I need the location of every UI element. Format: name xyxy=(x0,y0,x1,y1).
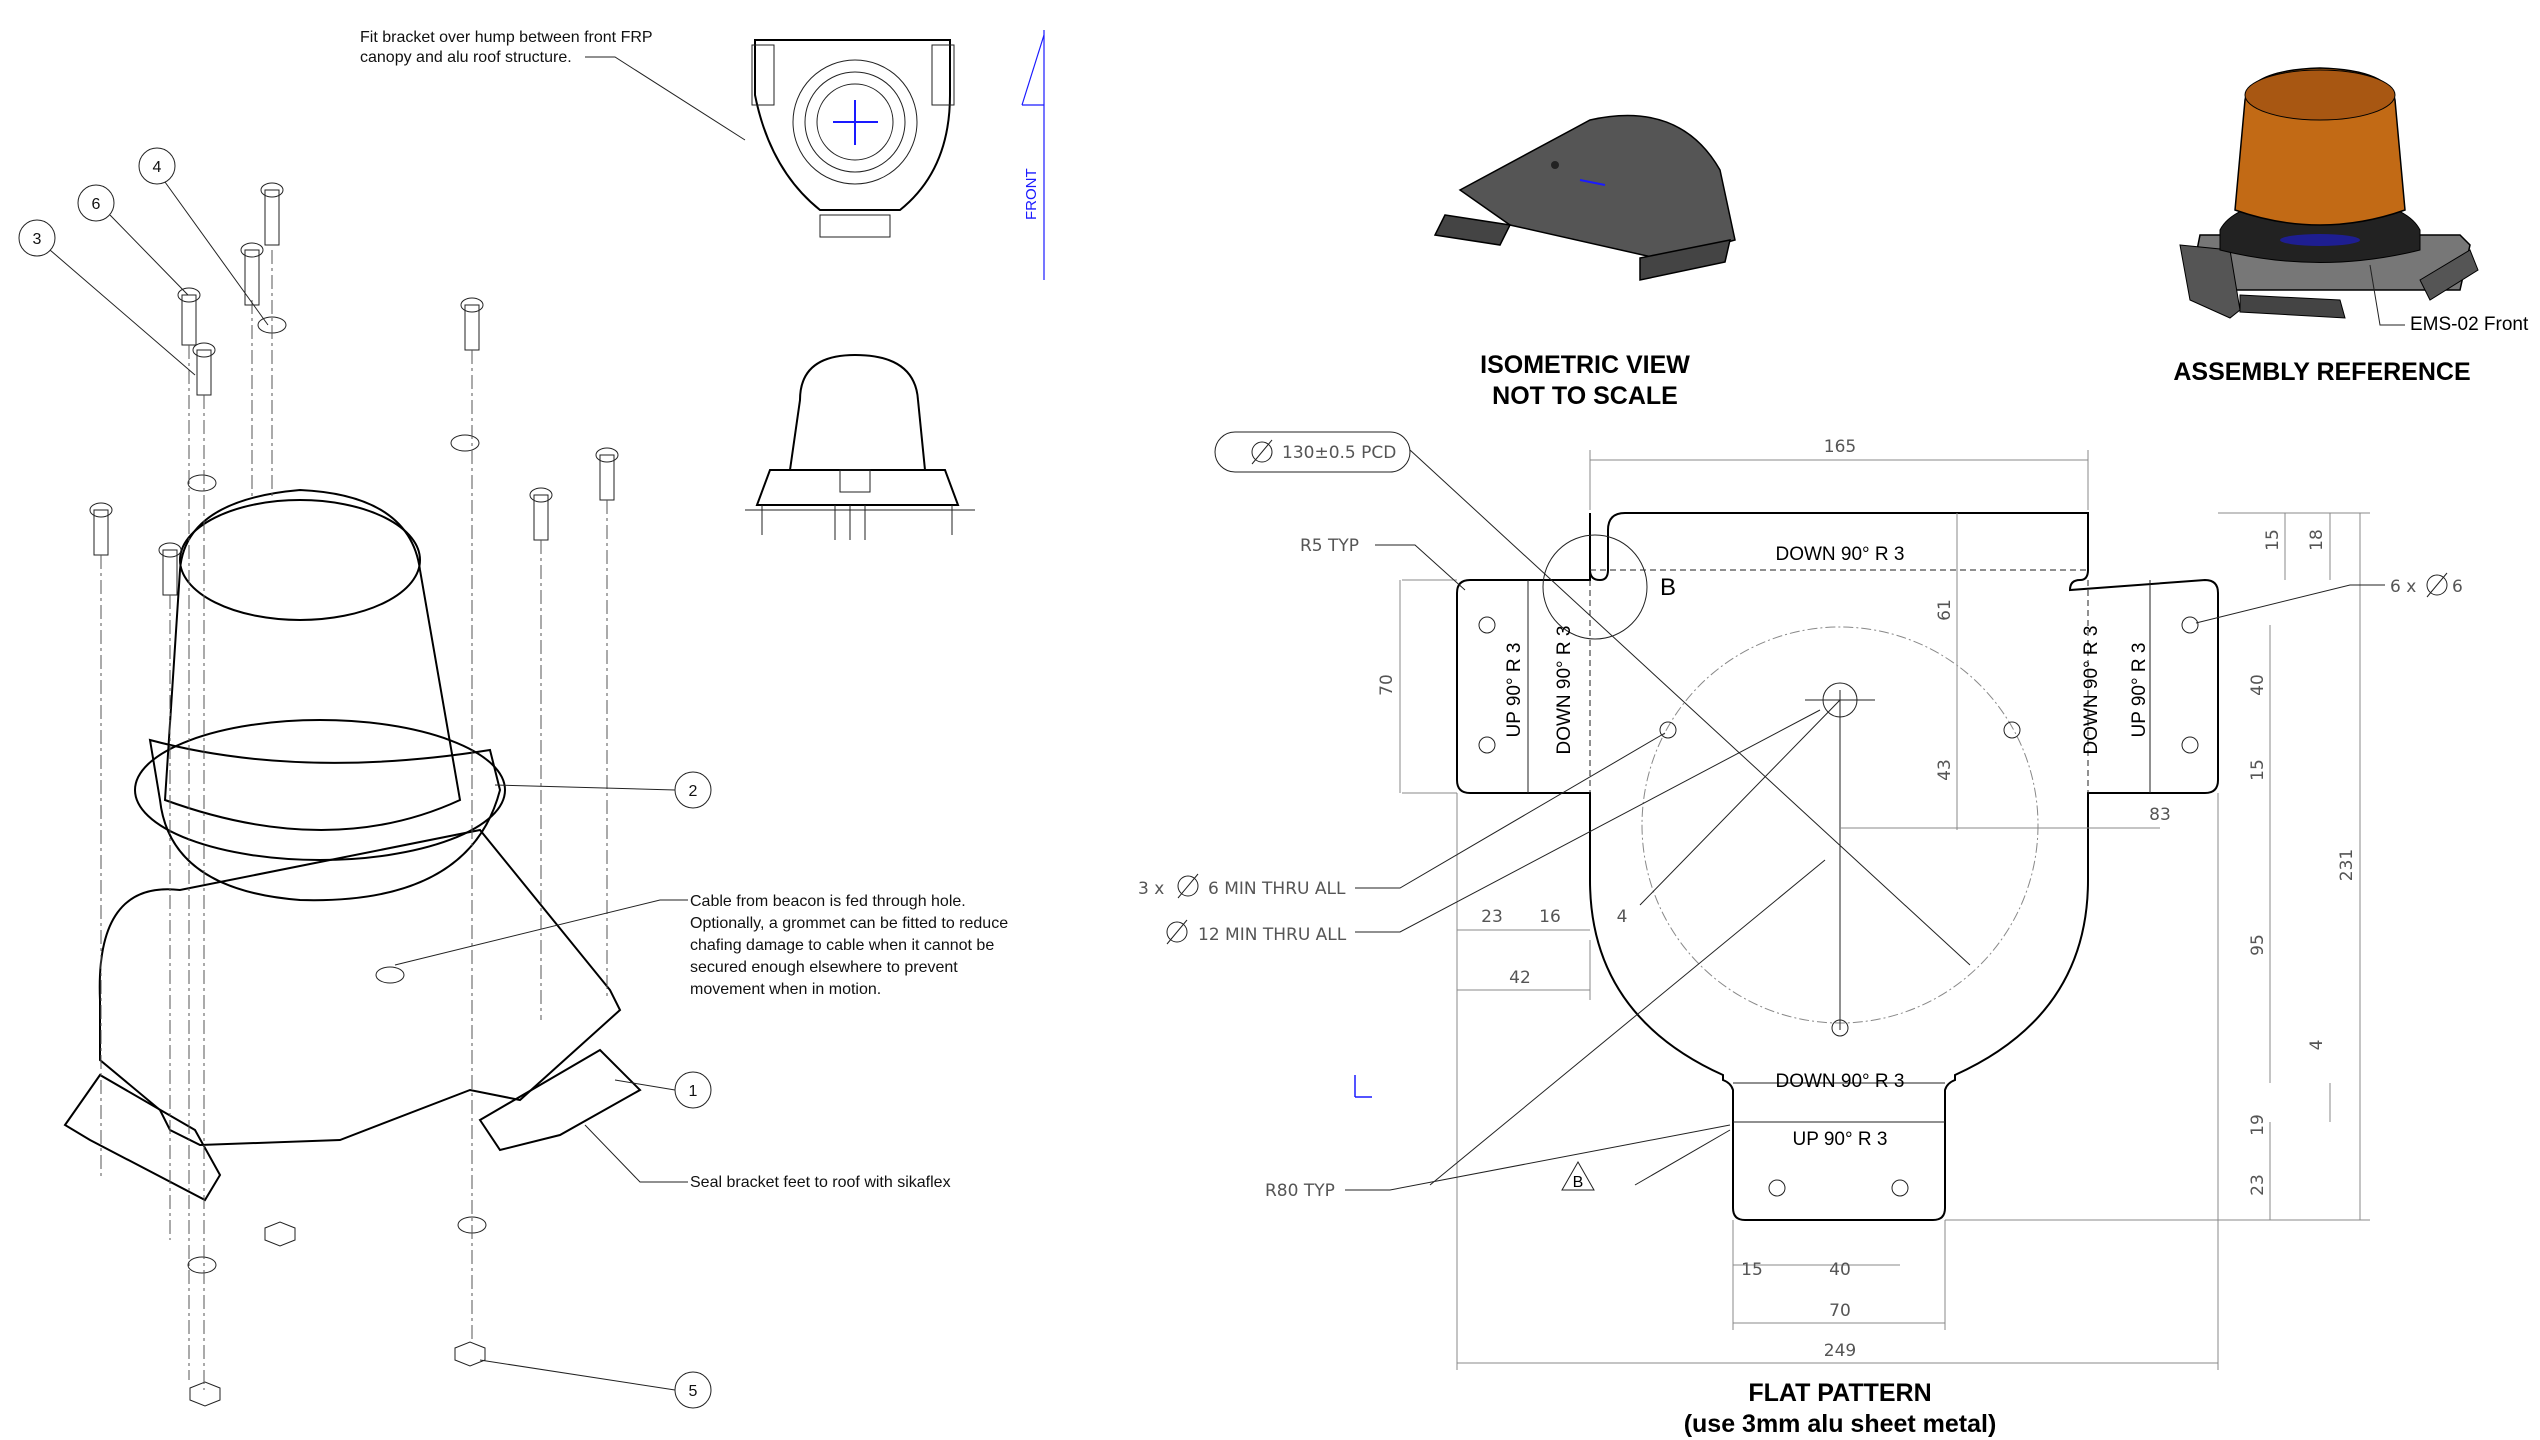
svg-text:15: 15 xyxy=(1741,1260,1763,1280)
top-view: Fit bracket over hump between front FRP … xyxy=(360,29,1045,280)
svg-text:130±0.5 PCD: 130±0.5 PCD xyxy=(1282,443,1396,463)
svg-text:UP 90° R 3: UP 90° R 3 xyxy=(2129,643,2150,738)
svg-text:23: 23 xyxy=(1481,907,1503,927)
svg-text:19: 19 xyxy=(2248,1114,2268,1136)
balloon-3: 3 xyxy=(18,219,56,257)
balloon-5: 5 xyxy=(674,1371,712,1409)
svg-text:231: 231 xyxy=(2337,849,2357,881)
svg-text:3: 3 xyxy=(33,231,42,248)
svg-text:FLAT PATTERN: FLAT PATTERN xyxy=(1748,1379,1931,1407)
svg-text:40: 40 xyxy=(1829,1260,1851,1280)
svg-text:2: 2 xyxy=(689,783,698,800)
svg-text:4: 4 xyxy=(1617,907,1628,927)
svg-text:70: 70 xyxy=(1829,1301,1851,1321)
svg-text:15: 15 xyxy=(2248,759,2268,781)
svg-text:R80 TYP: R80 TYP xyxy=(1265,1181,1335,1201)
svg-text:12 MIN THRU ALL: 12 MIN THRU ALL xyxy=(1198,925,1347,945)
svg-text:1: 1 xyxy=(689,1083,698,1100)
svg-text:5: 5 xyxy=(689,1383,698,1400)
svg-text:249: 249 xyxy=(1824,1341,1856,1361)
svg-text:15: 15 xyxy=(2263,529,2283,551)
svg-text:18: 18 xyxy=(2307,529,2327,551)
svg-text:DOWN 90° R 3: DOWN 90° R 3 xyxy=(1554,625,1575,754)
svg-text:B: B xyxy=(1660,574,1676,601)
svg-text:83: 83 xyxy=(2149,805,2171,825)
svg-text:70: 70 xyxy=(1377,674,1397,696)
front-label: FRONT xyxy=(1023,168,1040,220)
svg-text:4: 4 xyxy=(153,159,162,176)
svg-text:6 x: 6 x xyxy=(2390,577,2416,597)
cable-note: Cable from beacon is fed through hole. O… xyxy=(690,893,1013,998)
svg-text:R5 TYP: R5 TYP xyxy=(1300,536,1359,556)
svg-text:42: 42 xyxy=(1509,968,1531,988)
screw-icon xyxy=(89,182,619,596)
side-view xyxy=(745,353,975,540)
svg-text:43: 43 xyxy=(1935,759,1955,781)
assembly-reference: EMS-02 Front ASSEMBLY REFERENCE xyxy=(2173,67,2529,386)
svg-text:40: 40 xyxy=(2248,674,2268,696)
svg-text:UP 90° R 3: UP 90° R 3 xyxy=(1793,1129,1888,1150)
svg-text:16: 16 xyxy=(1539,907,1561,927)
svg-text:UP 90° R 3: UP 90° R 3 xyxy=(1504,643,1525,738)
svg-text:3 x: 3 x xyxy=(1138,879,1164,899)
balloon-4: 4 xyxy=(138,147,176,185)
svg-text:95: 95 xyxy=(2248,934,2268,956)
svg-text:6: 6 xyxy=(92,196,101,213)
svg-text:ASSEMBLY REFERENCE: ASSEMBLY REFERENCE xyxy=(2173,358,2470,386)
svg-text:4: 4 xyxy=(2307,1040,2327,1051)
flat-pattern: B DOWN 90° R 3 UP 90° R 3 DOWN 90° R 3 D… xyxy=(1138,431,2463,1438)
svg-text:ISOMETRIC VIEW: ISOMETRIC VIEW xyxy=(1480,351,1690,379)
seal-note: Seal bracket feet to roof with sikaflex xyxy=(690,1174,951,1191)
svg-text:DOWN 90° R 3: DOWN 90° R 3 xyxy=(1775,1071,1904,1092)
svg-text:61: 61 xyxy=(1935,599,1955,621)
svg-text:DOWN 90° R 3: DOWN 90° R 3 xyxy=(1775,544,1904,565)
svg-text:6: 6 xyxy=(2452,577,2463,597)
svg-text:EMS-02 Front: EMS-02 Front xyxy=(2410,314,2529,335)
exploded-view: 1 2 3 4 5 6 Cable from beacon is fed thr… xyxy=(18,147,1013,1409)
balloon-6: 6 xyxy=(77,184,115,222)
isometric-view: ISOMETRIC VIEW NOT TO SCALE xyxy=(1433,114,1736,410)
svg-text:(use 3mm alu sheet metal): (use 3mm alu sheet metal) xyxy=(1684,1410,1997,1438)
balloon-2: 2 xyxy=(674,771,712,809)
washer-icon xyxy=(187,316,487,1407)
svg-text:23: 23 xyxy=(2248,1174,2268,1196)
svg-text:165: 165 xyxy=(1824,437,1856,457)
svg-text:6 MIN THRU ALL: 6 MIN THRU ALL xyxy=(1208,879,1346,899)
svg-text:NOT TO SCALE: NOT TO SCALE xyxy=(1492,382,1678,410)
svg-text:DOWN 90° R 3: DOWN 90° R 3 xyxy=(2081,625,2102,754)
balloon-1: 1 xyxy=(674,1071,712,1109)
fit-bracket-note: Fit bracket over hump between front FRP … xyxy=(360,29,657,66)
svg-text:B: B xyxy=(1573,1174,1584,1191)
